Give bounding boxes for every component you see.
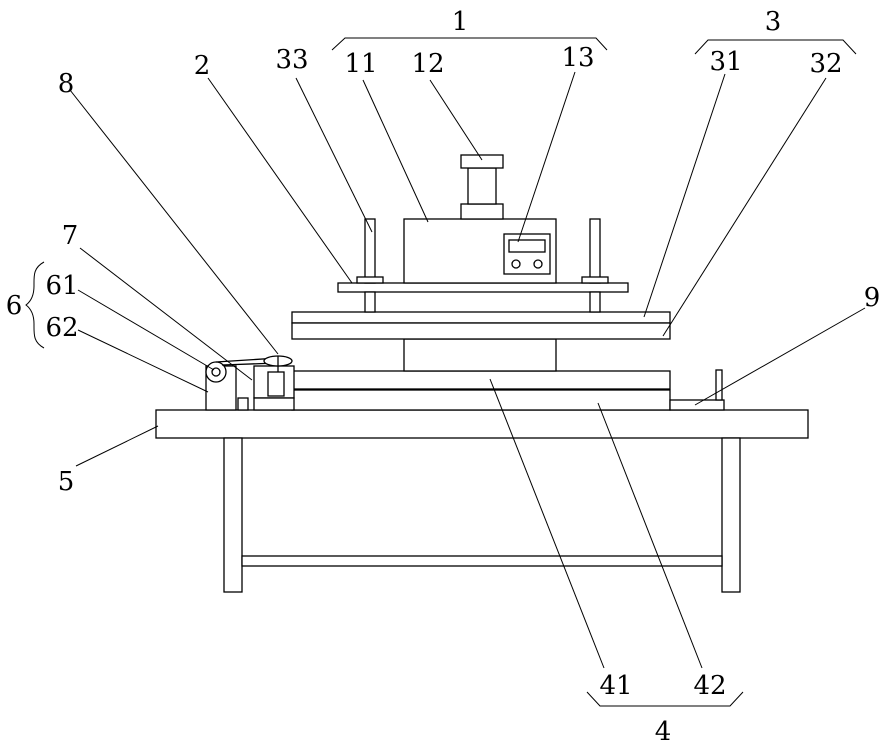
leader-12	[430, 80, 482, 160]
label-9: 9	[864, 283, 881, 313]
label-8: 8	[58, 69, 75, 99]
label-2: 2	[194, 51, 211, 81]
leader-62	[78, 330, 208, 392]
guide-post-right-lower	[590, 292, 600, 312]
support-plate	[338, 283, 628, 292]
label-31: 31	[709, 47, 742, 77]
leader-8	[70, 90, 278, 354]
label-62: 62	[45, 313, 78, 343]
leader-9	[695, 308, 865, 405]
cylinder-base	[461, 204, 503, 219]
leader-11	[363, 80, 428, 222]
leader-13	[518, 72, 575, 242]
cylinder-body	[468, 168, 496, 204]
label-33: 33	[275, 45, 308, 75]
roller-support-foot	[238, 398, 248, 410]
guide-nut-right-top	[582, 277, 608, 283]
leader-42	[598, 403, 702, 668]
motor-base	[254, 398, 294, 410]
brace-6	[26, 262, 44, 348]
panel-display	[509, 240, 545, 252]
cylinder-cap	[461, 155, 503, 168]
guide-post-left-lower	[365, 292, 375, 312]
leader-32	[663, 78, 826, 336]
leader-2	[208, 78, 352, 283]
label-12: 12	[411, 49, 444, 79]
lower-heat-plate	[292, 371, 670, 389]
leader-31	[644, 74, 725, 317]
label-5: 5	[58, 467, 75, 497]
feed-mechanism	[206, 356, 294, 410]
panel-knob-left	[512, 260, 520, 268]
label-41: 41	[599, 671, 632, 701]
upper-press-assembly	[292, 312, 670, 339]
leader-61	[78, 290, 214, 370]
label-11: 11	[344, 49, 377, 79]
label-1: 1	[452, 7, 469, 37]
label-3: 3	[765, 7, 782, 37]
stop-block-post	[716, 370, 722, 400]
label-32: 32	[809, 49, 842, 79]
label-6: 6	[6, 291, 23, 321]
lower-base-plate	[292, 390, 670, 410]
leader-33	[296, 78, 372, 232]
guide-post-right	[590, 219, 600, 283]
leader-5	[76, 426, 158, 466]
label-13: 13	[561, 43, 594, 73]
table-leg-right	[722, 438, 740, 592]
lower-press-assembly	[292, 371, 670, 410]
label-61: 61	[45, 271, 78, 301]
motor-body	[268, 372, 284, 396]
label-7: 7	[62, 221, 79, 251]
label-4: 4	[655, 717, 672, 747]
label-42: 42	[693, 671, 726, 701]
guide-nut-left-top	[357, 277, 383, 283]
table-top	[156, 410, 808, 438]
center-column	[404, 339, 556, 371]
upper-press-plate	[292, 323, 670, 339]
stop-block-base	[670, 400, 724, 410]
upper-heat-plate	[292, 312, 670, 323]
table-crossbar	[242, 556, 722, 566]
panel-knob-right	[534, 260, 542, 268]
worktable	[156, 410, 808, 592]
table-leg-left	[224, 438, 242, 592]
leader-7	[80, 248, 252, 380]
